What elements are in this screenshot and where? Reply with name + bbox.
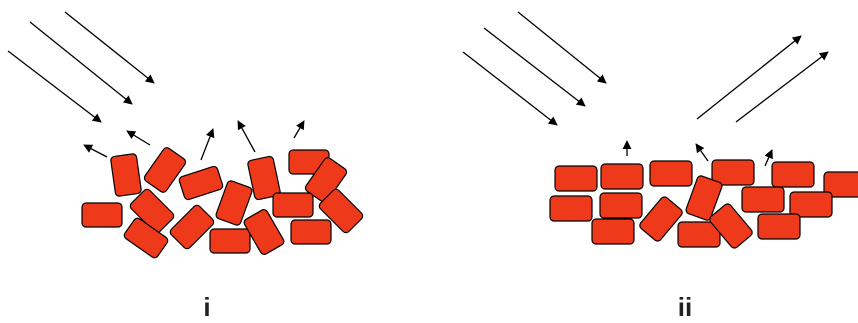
- brick: [143, 147, 187, 193]
- incident-ray: [64, 11, 155, 84]
- brick: [677, 221, 721, 248]
- incident-rays-i: [7, 11, 155, 123]
- incident-ray: [7, 50, 102, 123]
- brick: [123, 217, 169, 259]
- bricks-smooth-surface: [549, 159, 858, 249]
- scattered-ray: [200, 128, 215, 161]
- brick: [209, 228, 251, 254]
- brick: [304, 157, 348, 203]
- incident-rays-ii: [462, 11, 607, 126]
- brick: [169, 204, 215, 250]
- brick: [771, 161, 815, 188]
- scattered-ray: [126, 130, 151, 146]
- brick: [823, 171, 858, 198]
- brick: [272, 192, 314, 218]
- scattered-ray: [764, 149, 773, 167]
- brick: [685, 175, 723, 221]
- reflected-ray: [735, 51, 829, 123]
- brick: [649, 160, 693, 187]
- scattered-ray: [83, 144, 108, 158]
- brick: [178, 165, 224, 201]
- scattered-ray: [293, 120, 305, 139]
- scattered-rays-ii: [622, 140, 773, 167]
- incident-ray: [29, 21, 133, 105]
- brick: [110, 153, 142, 197]
- brick: [709, 203, 753, 249]
- brick: [599, 192, 643, 219]
- brick: [129, 188, 175, 234]
- brick: [247, 155, 281, 201]
- brick: [554, 165, 598, 192]
- incident-ray: [462, 51, 558, 126]
- brick: [290, 219, 332, 245]
- scattered-rays-i: [83, 120, 305, 161]
- reflected-ray: [696, 35, 802, 120]
- brick: [757, 213, 801, 240]
- incident-ray: [517, 11, 607, 84]
- panel-i: i: [7, 11, 364, 322]
- brick: [639, 196, 683, 242]
- brick: [789, 191, 833, 218]
- brick: [741, 186, 785, 213]
- scattered-ray: [695, 143, 709, 162]
- brick: [243, 209, 285, 255]
- panel-label-ii: ii: [678, 292, 692, 322]
- panel-ii: ii: [462, 11, 858, 322]
- brick: [711, 159, 755, 186]
- brick: [318, 188, 364, 234]
- incident-ray: [483, 27, 586, 107]
- reflected-rays-ii: [696, 35, 829, 123]
- brick: [81, 202, 123, 228]
- brick: [215, 180, 253, 226]
- panel-label-i: i: [203, 292, 210, 322]
- brick: [549, 195, 593, 222]
- bricks-rough-surface: [81, 147, 364, 259]
- brick: [591, 218, 635, 245]
- brick: [600, 163, 644, 190]
- scattered-ray: [237, 120, 256, 153]
